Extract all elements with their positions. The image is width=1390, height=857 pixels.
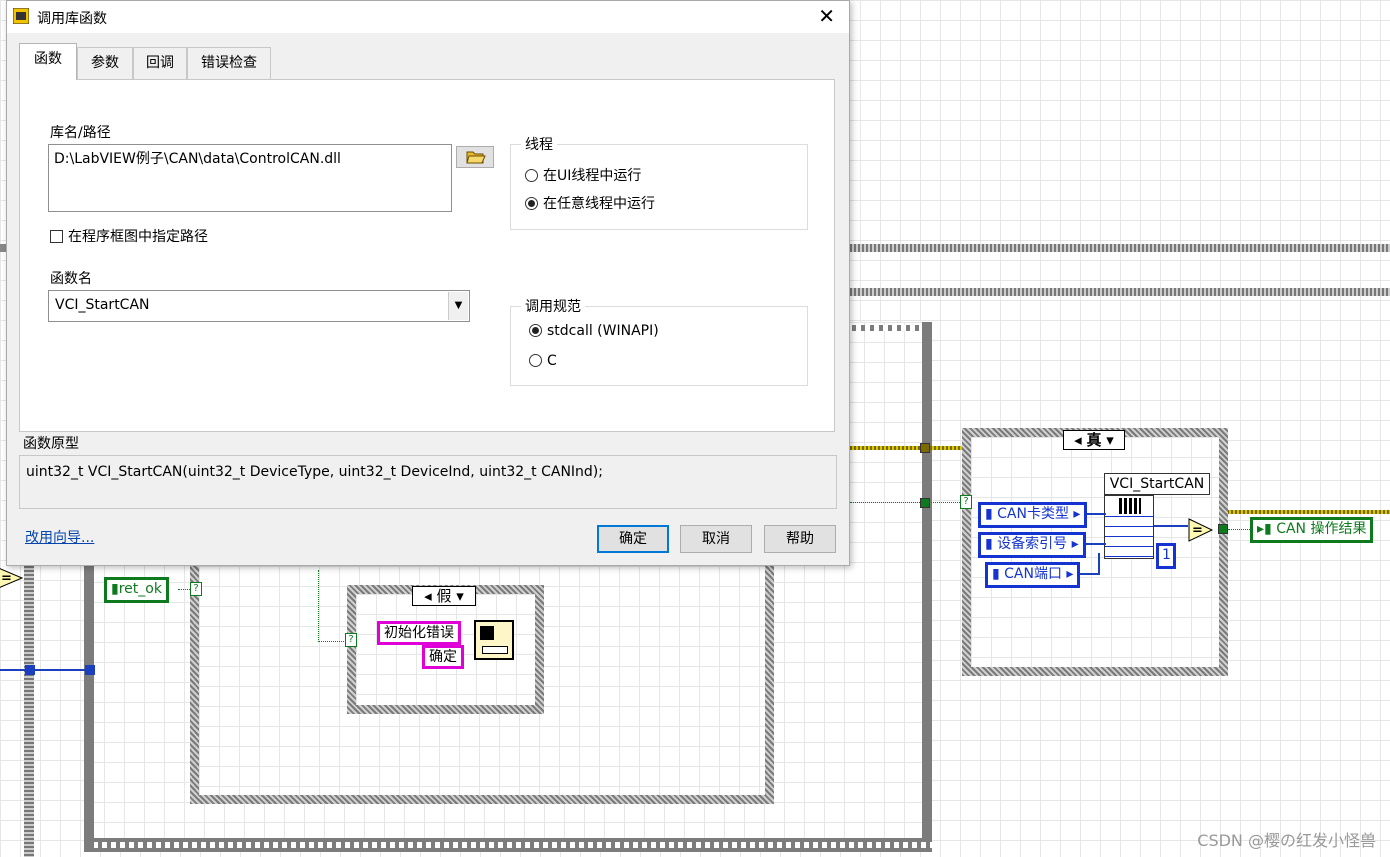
const-ret-ok[interactable]: ▮ret_ok — [104, 577, 169, 603]
bool-wire — [1228, 529, 1250, 530]
function-name-select[interactable]: VCI_StartCAN ▼ — [48, 290, 470, 322]
string-const-ok[interactable]: 确定 — [422, 645, 464, 669]
const-can-port[interactable]: ▮ CAN端口 ▸ — [985, 562, 1081, 588]
indicator-can-result[interactable]: ▸▮ CAN 操作结果 — [1250, 517, 1374, 543]
radio-stdcall[interactable]: stdcall (WINAPI) — [529, 323, 659, 339]
outer-loop-border — [850, 288, 1390, 296]
equals-node[interactable]: = — [1188, 518, 1214, 542]
svg-text:=: = — [1, 571, 12, 586]
tab-function[interactable]: 函数 — [19, 43, 77, 80]
thread-group-title: 线程 — [521, 134, 557, 154]
function-name-value: VCI_StartCAN — [55, 297, 150, 313]
const-device-index[interactable]: ▮ 设备索引号 ▸ — [978, 532, 1086, 558]
tab-parameters[interactable]: 参数 — [77, 47, 133, 79]
function-name-label: 函数名 — [50, 271, 92, 287]
folder-open-icon — [466, 151, 486, 164]
case-selector-true[interactable]: ◂ 真 ▾ — [1063, 430, 1125, 450]
tab-error-checking[interactable]: 错误检查 — [187, 47, 271, 79]
error-wire — [850, 446, 962, 450]
case-label: 假 — [436, 587, 452, 605]
radio-c[interactable]: C — [529, 353, 557, 369]
int-wire — [1098, 553, 1100, 575]
equals-node-left[interactable]: = — [0, 566, 26, 590]
arrow-left-icon[interactable]: ◂ — [424, 587, 432, 605]
watermark: CSDN @樱の红发小怪兽 — [1197, 831, 1376, 850]
prototype-field: uint32_t VCI_StartCAN(uint32_t DeviceTyp… — [19, 455, 837, 509]
labview-app-icon — [12, 7, 30, 25]
error-tunnel — [920, 443, 930, 453]
bool-wire-dotted — [318, 570, 319, 642]
thread-group: 线程 在UI线程中运行 在任意线程中运行 — [510, 134, 808, 230]
specify-path-label: 在程序框图中指定路径 — [68, 229, 208, 245]
radio-button[interactable] — [529, 324, 542, 337]
prototype-label: 函数原型 — [23, 436, 79, 452]
string-const-init-error[interactable]: 初始化错误 — [377, 621, 461, 645]
dll-icon — [1119, 498, 1141, 514]
call-library-function-dialog: 调用库函数 ✕ 函数 参数 回调 错误检查 库名/路径 D:\LabVIEW例子… — [6, 0, 850, 566]
arrow-down-icon[interactable]: ▾ — [1106, 431, 1114, 449]
calling-convention-group: 调用规范 stdcall (WINAPI) C — [510, 296, 808, 386]
library-path-label: 库名/路径 — [50, 125, 111, 141]
chevron-down-icon[interactable]: ▼ — [448, 292, 468, 320]
tab-callbacks[interactable]: 回调 — [133, 47, 187, 79]
int-wire — [1084, 543, 1106, 545]
radio-label: 在UI线程中运行 — [543, 168, 642, 184]
int-wire — [1084, 513, 1106, 515]
node-label: VCI_StartCAN — [1104, 473, 1210, 495]
case-label: 真 — [1086, 431, 1102, 449]
int-wire — [1076, 573, 1100, 575]
left-structure — [24, 566, 34, 857]
bool-wire-dotted — [850, 502, 960, 503]
dialog-node-icon[interactable] — [474, 620, 514, 660]
int-tunnel — [85, 665, 95, 675]
title-bar: 调用库函数 ✕ — [7, 1, 849, 33]
error-wire — [1227, 510, 1390, 514]
radio-button[interactable] — [525, 197, 538, 210]
radio-button[interactable] — [525, 169, 538, 182]
bool-tunnel — [920, 498, 930, 508]
case-selector-terminal: ? — [960, 495, 972, 509]
checkbox-box[interactable] — [50, 230, 63, 243]
radio-label: C — [547, 353, 557, 369]
bool-tunnel-out — [1218, 524, 1228, 534]
dialog-title: 调用库函数 — [37, 11, 107, 27]
ok-button[interactable]: 确定 — [597, 525, 669, 553]
int-tunnel — [25, 665, 35, 675]
calling-convention-title: 调用规范 — [521, 296, 585, 316]
svg-text:=: = — [1192, 523, 1203, 538]
specify-path-checkbox[interactable]: 在程序框图中指定路径 — [50, 226, 208, 246]
arrow-left-icon[interactable]: ◂ — [1074, 431, 1082, 449]
radio-run-in-any-thread[interactable]: 在任意线程中运行 — [525, 193, 655, 213]
help-button[interactable]: 帮助 — [764, 525, 836, 553]
library-path-field[interactable]: D:\LabVIEW例子\CAN\data\ControlCAN.dll — [48, 144, 452, 212]
selector-terminal: ? — [190, 582, 202, 596]
case-selector-false[interactable]: ◂ 假 ▾ — [412, 586, 476, 606]
radio-label: 在任意线程中运行 — [543, 196, 655, 212]
radio-label: stdcall (WINAPI) — [547, 323, 659, 339]
tab-panel-function: 库名/路径 D:\LabVIEW例子\CAN\data\ControlCAN.d… — [19, 79, 835, 432]
call-library-node[interactable] — [1104, 495, 1154, 559]
arrow-down-icon[interactable]: ▾ — [456, 587, 464, 605]
radio-run-in-ui-thread[interactable]: 在UI线程中运行 — [525, 165, 641, 185]
const-one[interactable]: 1 — [1156, 543, 1176, 569]
close-icon[interactable]: ✕ — [818, 4, 835, 28]
cancel-button[interactable]: 取消 — [680, 525, 752, 553]
bool-wire — [178, 589, 192, 590]
const-can-type[interactable]: ▮ CAN卡类型 ▸ — [978, 502, 1088, 528]
bool-wire-dotted — [318, 641, 348, 642]
flat-sequence-bottom — [84, 838, 932, 852]
browse-button[interactable] — [456, 146, 494, 168]
wizard-link[interactable]: 改用向导... — [25, 530, 95, 546]
selector-terminal: ? — [345, 633, 357, 647]
int-wire — [1154, 525, 1188, 527]
outer-loop-border — [0, 244, 6, 252]
flat-sequence-left — [84, 566, 94, 852]
int-wire — [0, 669, 90, 671]
outer-loop-border — [850, 244, 1390, 252]
radio-button[interactable] — [529, 354, 542, 367]
